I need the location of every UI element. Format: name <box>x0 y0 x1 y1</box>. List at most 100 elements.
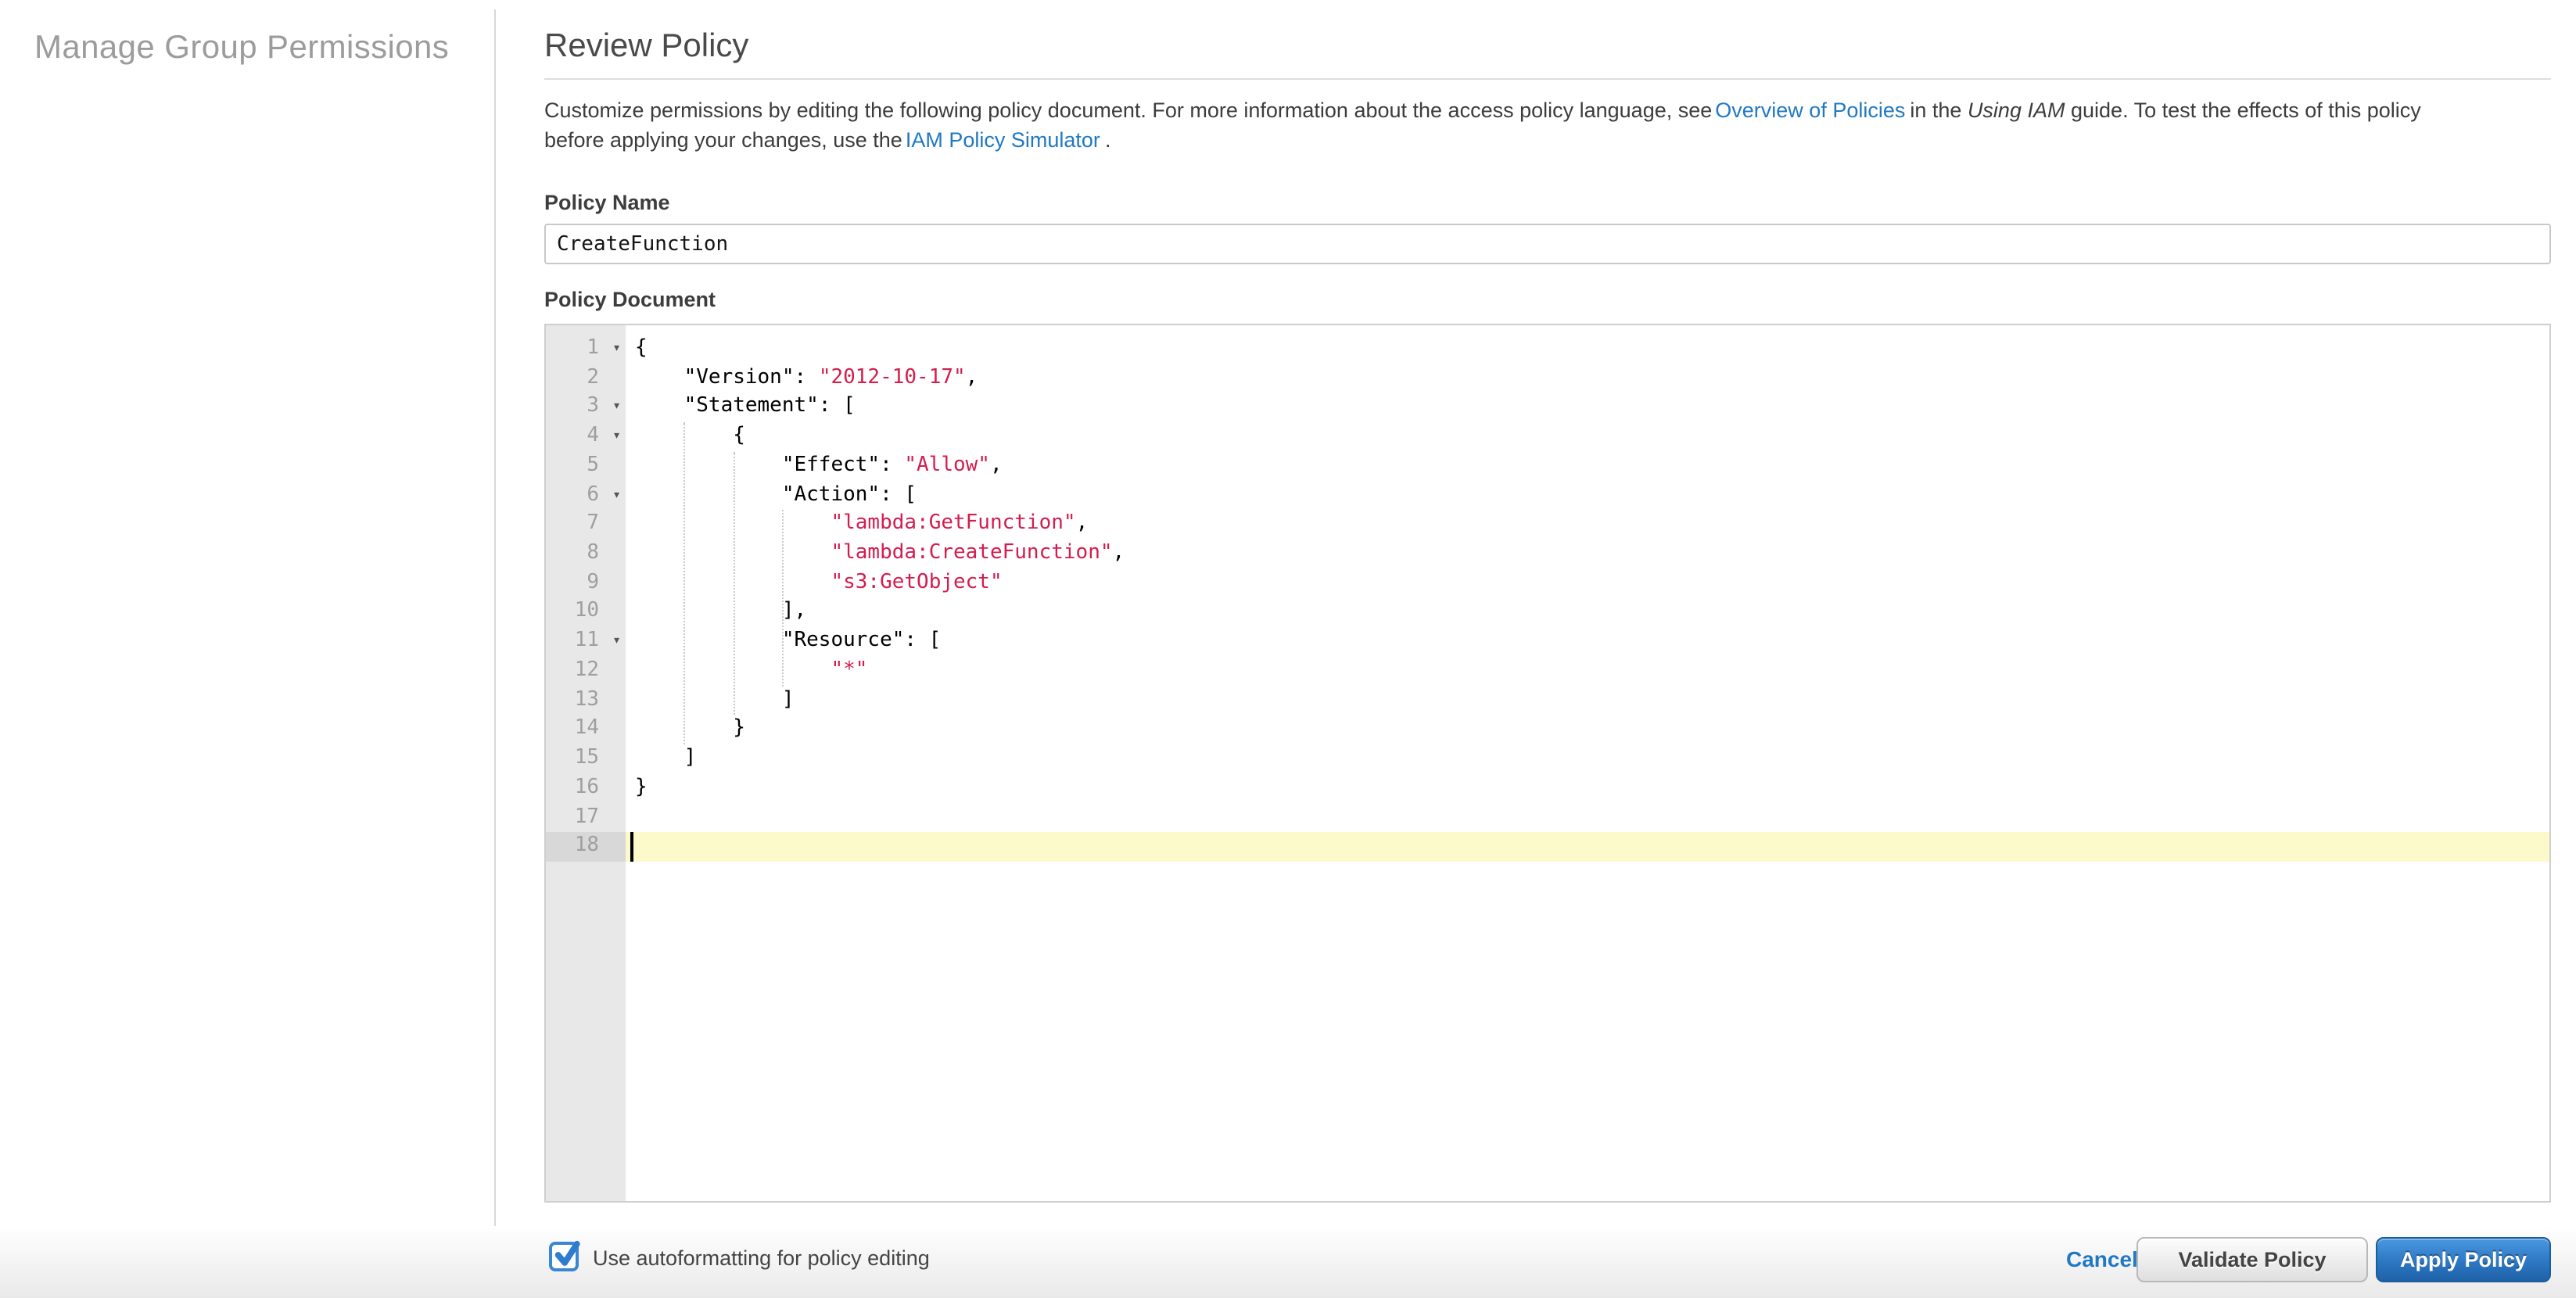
code-line: 5 "Effect": "Allow", <box>546 452 2549 481</box>
autoformat-checkbox[interactable] <box>549 1240 580 1271</box>
code-text[interactable]: { <box>626 335 2549 364</box>
fold-arrow-icon[interactable]: ▾ <box>612 341 621 357</box>
intro-text: Customize permissions by editing the fol… <box>544 97 2551 155</box>
line-number: 5 <box>587 453 599 477</box>
indent-guide <box>733 451 735 715</box>
json-string-token: "Allow" <box>904 453 990 477</box>
code-line: 3▾ "Statement": [ <box>546 393 2549 422</box>
sidebar-divider <box>494 9 496 1298</box>
editor-gutter <box>546 325 626 1201</box>
json-plain-token: ] <box>635 687 795 712</box>
code-text[interactable]: "*" <box>626 657 2549 686</box>
code-text[interactable]: "Resource": [ <box>626 627 2549 656</box>
sidebar-title: Manage Group Permissions <box>34 30 450 66</box>
fold-arrow-icon[interactable]: ▾ <box>612 399 621 415</box>
code-line: 1▾{ <box>546 335 2549 364</box>
code-text[interactable]: ] <box>626 744 2549 773</box>
line-number: 16 <box>574 775 599 799</box>
line-number: 14 <box>574 716 599 740</box>
code-text[interactable] <box>626 803 2549 832</box>
code-text[interactable]: { <box>626 422 2549 451</box>
code-line: 9 "s3:GetObject" <box>546 569 2549 598</box>
indent-guide <box>683 422 686 745</box>
policy-name-label: Policy Name <box>544 191 670 214</box>
json-plain-token: "Version": <box>635 365 819 389</box>
json-plain-token: "Action": [ <box>635 482 917 507</box>
code-text[interactable]: } <box>626 774 2549 803</box>
iam-policy-simulator-link[interactable]: IAM Policy Simulator <box>905 127 1100 151</box>
code-text[interactable]: "s3:GetObject" <box>626 569 2549 598</box>
json-plain-token <box>635 658 831 682</box>
json-plain-token: { <box>635 336 648 360</box>
code-text[interactable]: "lambda:CreateFunction", <box>626 540 2549 568</box>
overview-of-policies-link[interactable]: Overview of Policies <box>1715 99 1906 122</box>
code-line: 16} <box>546 774 2549 803</box>
json-plain-token: ] <box>635 746 697 770</box>
line-number: 17 <box>574 805 599 828</box>
json-plain-token: "Statement": [ <box>635 394 856 418</box>
autoformat-label: Use autoformatting for policy editing <box>593 1246 930 1270</box>
json-string-token: "lambda:CreateFunction" <box>831 541 1113 565</box>
line-number: 10 <box>574 599 599 623</box>
code-line: 8 "lambda:CreateFunction", <box>546 540 2549 568</box>
json-plain-token: , <box>1075 511 1089 536</box>
title-rule <box>544 78 2551 80</box>
json-plain-token: , <box>989 453 1003 477</box>
json-plain-token <box>635 512 831 536</box>
json-plain-token: } <box>635 775 648 799</box>
line-number: 7 <box>587 511 599 536</box>
code-line: 17 <box>546 803 2549 832</box>
line-number: 18 <box>546 832 626 862</box>
code-line: 10 ], <box>546 598 2549 627</box>
intro-segment: Customize permissions by editing the fol… <box>544 99 1713 122</box>
code-line: 12 "*" <box>546 657 2549 686</box>
intro-segment: Using IAM <box>1967 99 2065 122</box>
code-line: 18 <box>546 832 2549 862</box>
cancel-button[interactable]: Cancel <box>2066 1246 2138 1271</box>
code-text[interactable]: "lambda:GetFunction", <box>626 511 2549 540</box>
text-cursor <box>630 832 633 862</box>
indent-guide <box>781 510 784 687</box>
json-string-token: "2012-10-17" <box>818 365 966 389</box>
line-number: 13 <box>574 687 599 712</box>
code-text[interactable]: "Version": "2012-10-17", <box>626 364 2549 393</box>
json-plain-token: { <box>635 424 745 448</box>
code-line: 14 } <box>546 715 2549 744</box>
policy-document-editor[interactable]: 1▾{2 "Version": "2012-10-17",3▾ "Stateme… <box>544 324 2551 1203</box>
code-text[interactable] <box>626 832 2549 862</box>
json-string-token: "*" <box>831 658 868 682</box>
line-number: 6▾ <box>546 481 626 510</box>
code-text[interactable]: "Action": [ <box>626 481 2549 510</box>
code-line: 7 "lambda:GetFunction", <box>546 511 2549 540</box>
line-number: 4▾ <box>546 422 626 451</box>
code-line: 15 ] <box>546 744 2549 773</box>
policy-name-input[interactable] <box>544 224 2551 264</box>
code-text[interactable]: } <box>626 715 2549 744</box>
json-plain-token: "Resource": [ <box>635 629 942 653</box>
json-plain-token: , <box>1112 541 1125 565</box>
code-line: 4▾ { <box>546 422 2549 451</box>
editor-rows: 1▾{2 "Version": "2012-10-17",3▾ "Stateme… <box>546 335 2549 862</box>
line-number: 12 <box>574 658 599 682</box>
fold-arrow-icon[interactable]: ▾ <box>612 633 621 650</box>
json-plain-token: , <box>965 365 978 389</box>
validate-policy-button[interactable]: Validate Policy <box>2137 1237 2368 1282</box>
json-plain-token <box>635 541 831 565</box>
checkmark-icon <box>554 1240 580 1266</box>
line-number: 2 <box>587 365 599 389</box>
page-title: Review Policy <box>544 28 749 64</box>
intro-segment: before applying your changes, use the <box>544 127 902 151</box>
json-plain-token: } <box>635 716 745 740</box>
code-line: 6▾ "Action": [ <box>546 481 2549 510</box>
json-plain-token: ], <box>635 599 807 623</box>
code-text[interactable]: ], <box>626 598 2549 627</box>
line-number: 9 <box>587 570 599 594</box>
code-text[interactable]: "Statement": [ <box>626 393 2549 422</box>
fold-arrow-icon[interactable]: ▾ <box>612 428 621 445</box>
code-text[interactable]: "Effect": "Allow", <box>626 452 2549 481</box>
code-text[interactable]: ] <box>626 686 2549 715</box>
line-number: 11▾ <box>546 627 626 656</box>
apply-policy-button[interactable]: Apply Policy <box>2376 1237 2551 1282</box>
fold-arrow-icon[interactable]: ▾ <box>612 487 621 504</box>
